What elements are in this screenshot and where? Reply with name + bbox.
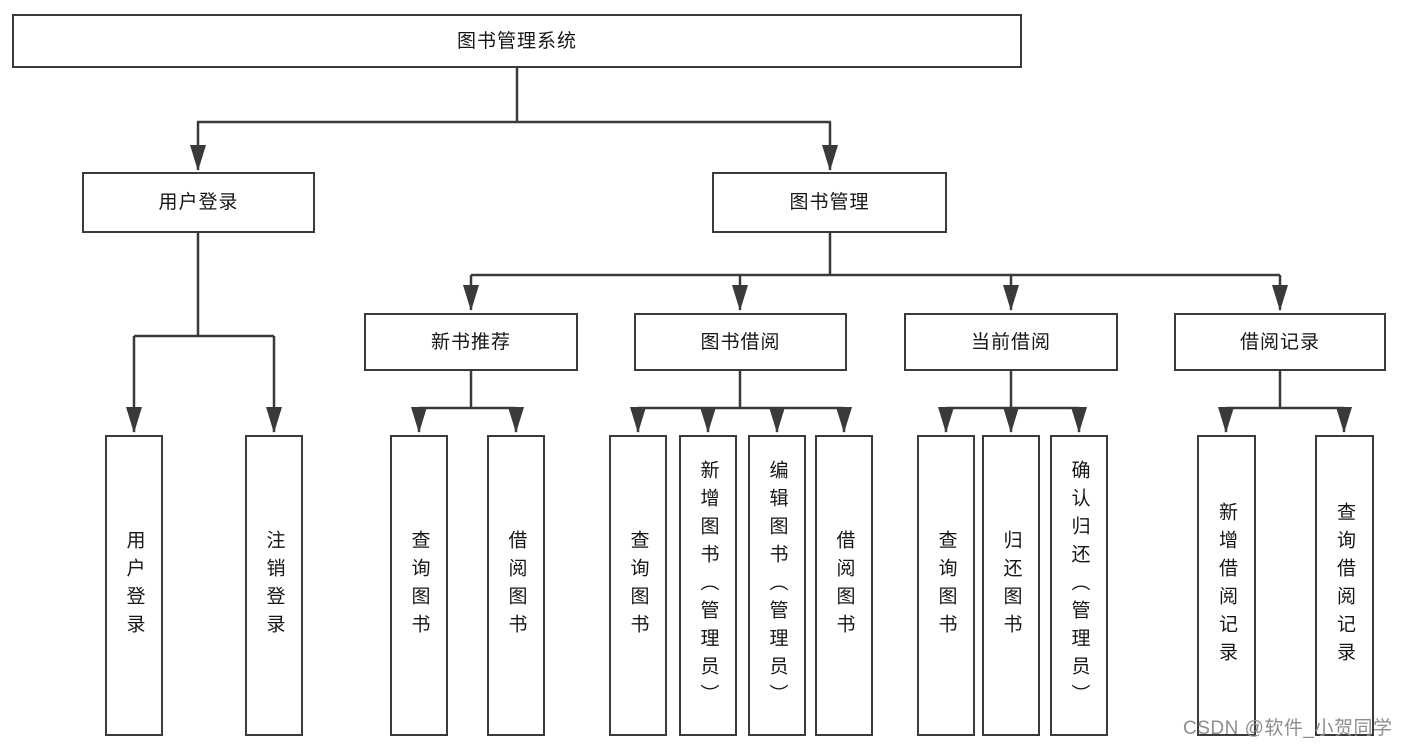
node-label: 查询借阅记录 — [1334, 501, 1355, 670]
node-label: 图书管理 — [789, 192, 870, 213]
node-query-borrow-record: 查询借阅记录 — [1315, 435, 1374, 736]
node-confirm-return-admin: 确认归还（管理员） — [1050, 435, 1108, 736]
node-label: 新书推荐 — [430, 331, 511, 353]
node-label: 查询图书 — [408, 529, 430, 642]
node-label: 确认归还（管理员） — [1068, 459, 1090, 712]
node-user-login: 用户登录 — [82, 172, 315, 233]
node-borrow-books-1: 借阅图书 — [487, 435, 545, 736]
node-label: 用户登录 — [123, 529, 145, 642]
node-query-books-2: 查询图书 — [609, 435, 667, 736]
node-library-management-system: 图书管理系统 — [12, 14, 1022, 68]
node-add-borrow-record: 新增借阅记录 — [1197, 435, 1256, 736]
node-logout: 注销登录 — [245, 435, 303, 736]
node-label: 新增借阅记录 — [1216, 501, 1237, 670]
node-book-management: 图书管理 — [712, 172, 947, 233]
node-label: 借阅记录 — [1239, 331, 1320, 353]
node-label: 编辑图书（管理员） — [766, 459, 788, 712]
node-current-borrowing: 当前借阅 — [904, 313, 1118, 371]
node-label: 用户登录 — [158, 192, 239, 213]
node-borrow-books-2: 借阅图书 — [815, 435, 873, 736]
node-book-borrowing: 图书借阅 — [634, 313, 847, 371]
node-label: 新增图书（管理员） — [697, 459, 719, 712]
node-new-book-recommendation: 新书推荐 — [364, 313, 578, 371]
csdn-watermark: CSDN @软件_小贺同学 — [1183, 718, 1393, 739]
node-label: 图书借阅 — [700, 331, 781, 353]
node-user-login-leaf: 用户登录 — [105, 435, 163, 736]
node-return-books: 归还图书 — [982, 435, 1040, 736]
node-label: 当前借阅 — [970, 331, 1051, 353]
node-label: 借阅图书 — [833, 529, 855, 642]
node-edit-book-admin: 编辑图书（管理员） — [748, 435, 806, 736]
node-label: 查询图书 — [627, 529, 649, 642]
node-label: 借阅图书 — [505, 529, 527, 642]
node-query-books-1: 查询图书 — [390, 435, 448, 736]
node-label: 归还图书 — [1000, 529, 1022, 642]
node-label: 注销登录 — [263, 529, 285, 642]
node-label: 图书管理系统 — [456, 30, 577, 52]
node-borrowing-records: 借阅记录 — [1174, 313, 1386, 371]
node-label: 查询图书 — [935, 529, 957, 642]
node-add-book-admin: 新增图书（管理员） — [679, 435, 737, 736]
node-query-books-3: 查询图书 — [917, 435, 975, 736]
